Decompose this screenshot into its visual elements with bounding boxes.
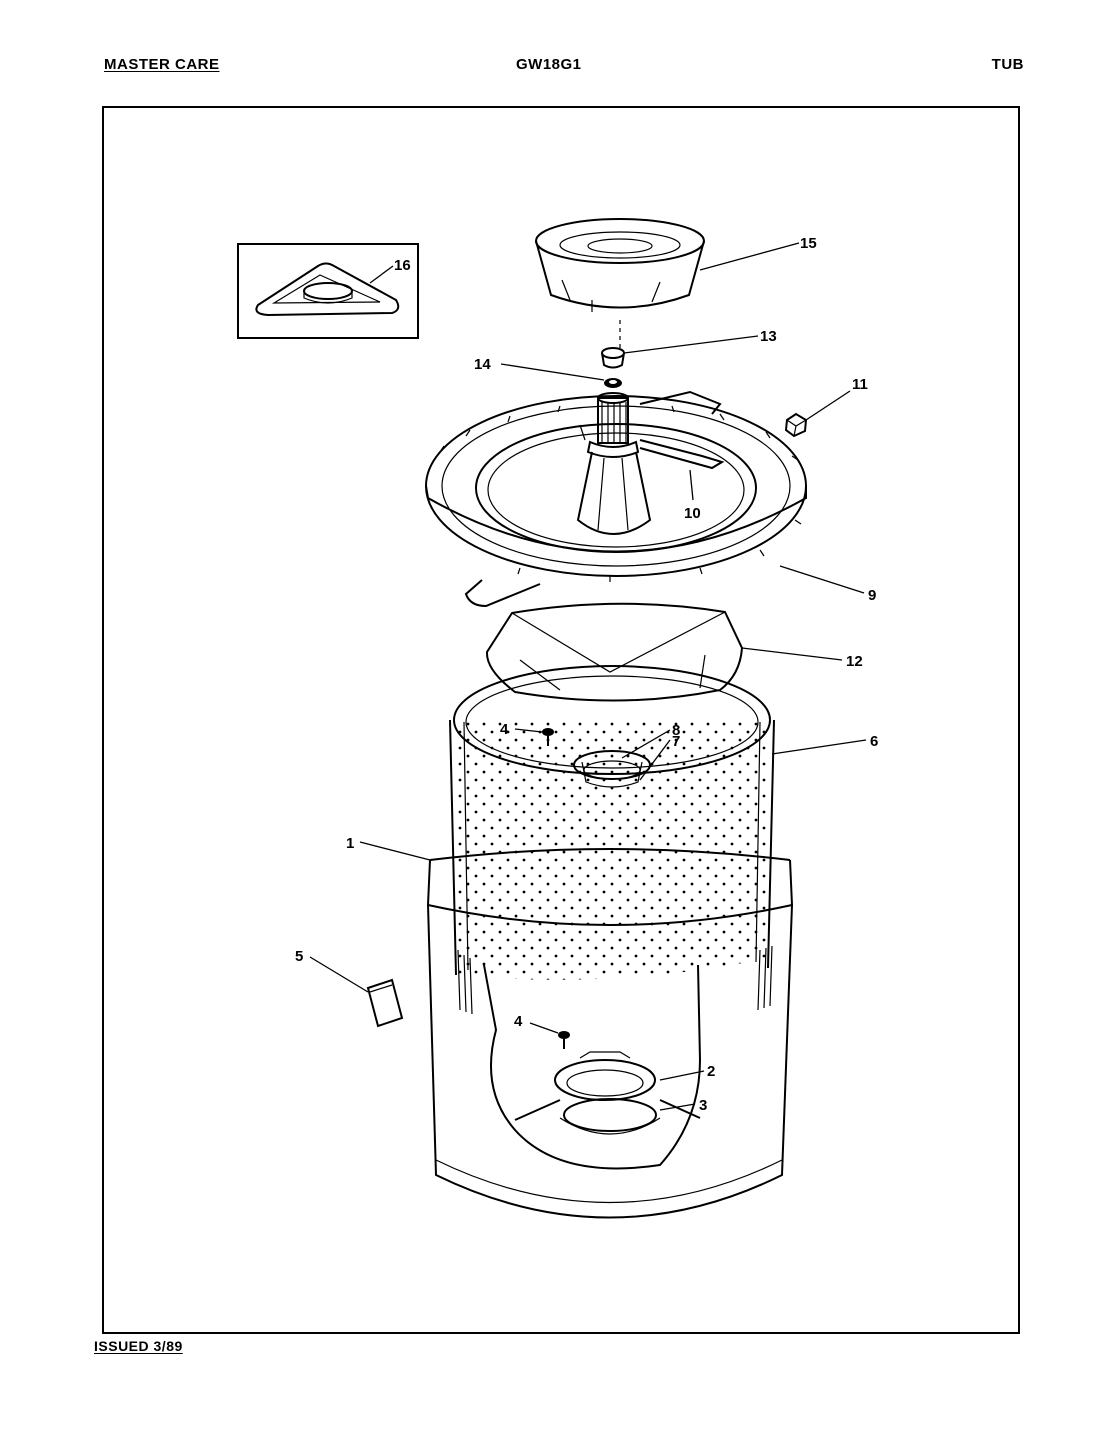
part-9-tub-ring	[425, 390, 807, 608]
header-brand: MASTER CARE	[104, 56, 220, 73]
callout-9: 9	[868, 587, 876, 604]
callout-15: 15	[800, 235, 817, 252]
callout-13: 13	[760, 328, 777, 345]
callout-11: 11	[852, 376, 868, 393]
callout-12: 12	[846, 653, 863, 670]
part-10-agitator	[576, 392, 725, 535]
part-2-ring	[554, 1051, 656, 1101]
callout-1: 1	[346, 835, 354, 852]
issue-date: ISSUED 3/89	[94, 1338, 183, 1354]
part-6-spin-basket	[449, 665, 775, 980]
callout-7: 7	[672, 733, 680, 750]
callout-4-upper: 4	[500, 721, 509, 738]
callout-3: 3	[699, 1097, 707, 1114]
callout-14: 14	[474, 356, 491, 373]
part-3-ring	[514, 1098, 701, 1135]
callout-2: 2	[707, 1063, 715, 1080]
header-section-title: TUB	[991, 56, 1024, 73]
callout-8: 8	[672, 722, 680, 739]
part-4-screw-lower	[558, 1031, 570, 1049]
part-16-inset	[237, 243, 419, 339]
callout-16: 16	[394, 257, 411, 274]
callout-6: 6	[870, 733, 878, 750]
part-4-screw-upper	[542, 728, 554, 746]
callout-4-lower: 4	[514, 1013, 523, 1030]
part-14-seal	[604, 378, 622, 388]
part-5-label	[366, 978, 404, 1028]
callout-10: 10	[684, 505, 701, 522]
callout-5: 5	[295, 948, 303, 965]
part-11-clip	[784, 412, 808, 438]
part-13-cap	[601, 347, 625, 369]
header-model-number: GW18G1	[516, 56, 582, 73]
leader-lines	[309, 242, 867, 1111]
part-15-agitator-cap	[535, 218, 705, 350]
diagram-frame	[102, 106, 1020, 1334]
callout-labels: 16 15 13 14 11 10 9 12 4 8 7 6 1 5 4 2 3	[295, 235, 878, 1114]
